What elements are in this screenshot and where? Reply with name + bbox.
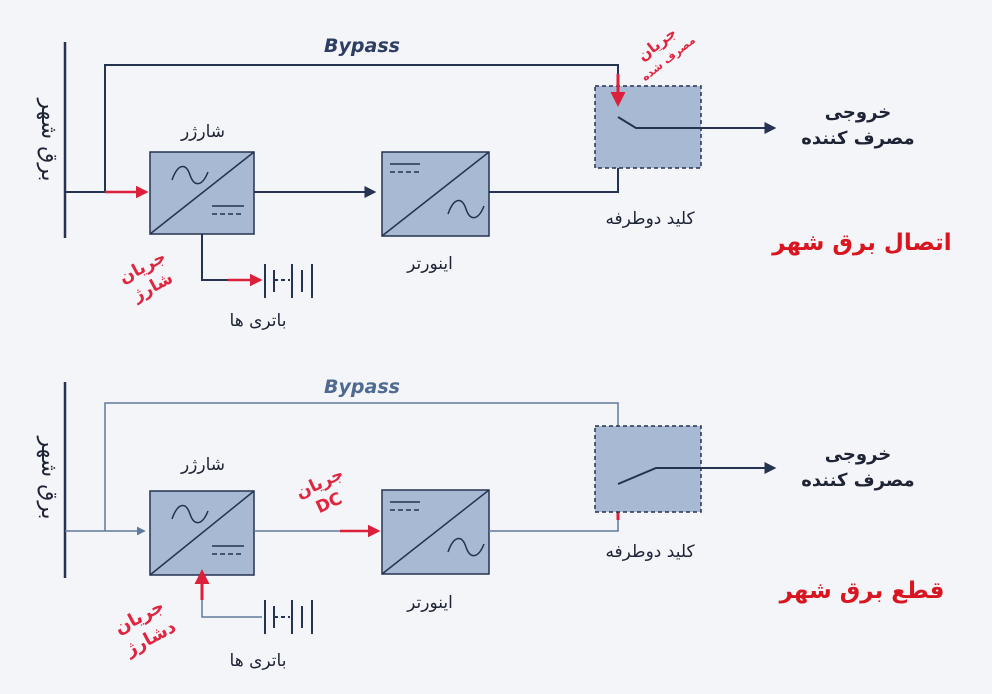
inverter-block	[381, 151, 490, 237]
battery-icon	[264, 600, 313, 634]
battery-icon	[264, 264, 313, 298]
annotation-charge-current: جریان شارژ	[116, 247, 177, 306]
switch-contact	[617, 467, 701, 485]
annotation-consumed-current: جریان مصرف شده	[634, 23, 698, 83]
bypass-label: Bypass	[324, 376, 400, 398]
inverter-label: اینورتر	[406, 254, 453, 274]
panel-disconnected: برق شهر Bypass شارژر اینورتر	[36, 376, 944, 671]
bypass-line	[104, 402, 619, 531]
batteries-label: باتری ها	[230, 311, 287, 331]
ac-wave-icon	[171, 504, 209, 524]
inverter-to-switch-line	[489, 168, 619, 193]
output-label-line2: مصرف کننده	[801, 128, 914, 149]
annotation-discharge-current: جریان دشارژ	[111, 595, 180, 660]
inverter-to-switch-line	[489, 512, 619, 532]
battery-branch-line	[201, 234, 230, 281]
charger-block	[149, 490, 255, 576]
inverter-block	[381, 489, 490, 575]
bypass-label: Bypass	[324, 35, 400, 57]
charger-block	[149, 151, 255, 235]
batteries-label: باتری ها	[230, 651, 287, 671]
charger-label: شارژر	[180, 455, 225, 475]
mains-label: برق شهر	[36, 97, 61, 181]
annotation-dc-current: جریان DC	[293, 464, 347, 518]
mains-label: برق شهر	[36, 435, 61, 519]
static-switch-label: کلید دوطرفه	[605, 542, 695, 562]
status-label: اتصال برق شهر	[771, 230, 951, 256]
switch-contact	[617, 116, 701, 129]
charger-label: شارژر	[180, 122, 225, 142]
output-label-line1: خروجی	[825, 444, 892, 465]
ac-wave-icon	[447, 537, 485, 557]
output-label-line1: خروجی	[825, 102, 892, 123]
output-label-line2: مصرف کننده	[801, 470, 914, 491]
battery-branch-line	[201, 590, 262, 618]
ac-wave-icon	[447, 199, 485, 219]
static-switch-label: کلید دوطرفه	[605, 209, 695, 229]
panel-connected: برق شهر Bypass شارژر اینورتر	[36, 23, 952, 331]
ac-wave-icon	[171, 165, 209, 185]
inverter-label: اینورتر	[406, 593, 453, 613]
status-label: قطع برق شهر	[779, 578, 945, 604]
